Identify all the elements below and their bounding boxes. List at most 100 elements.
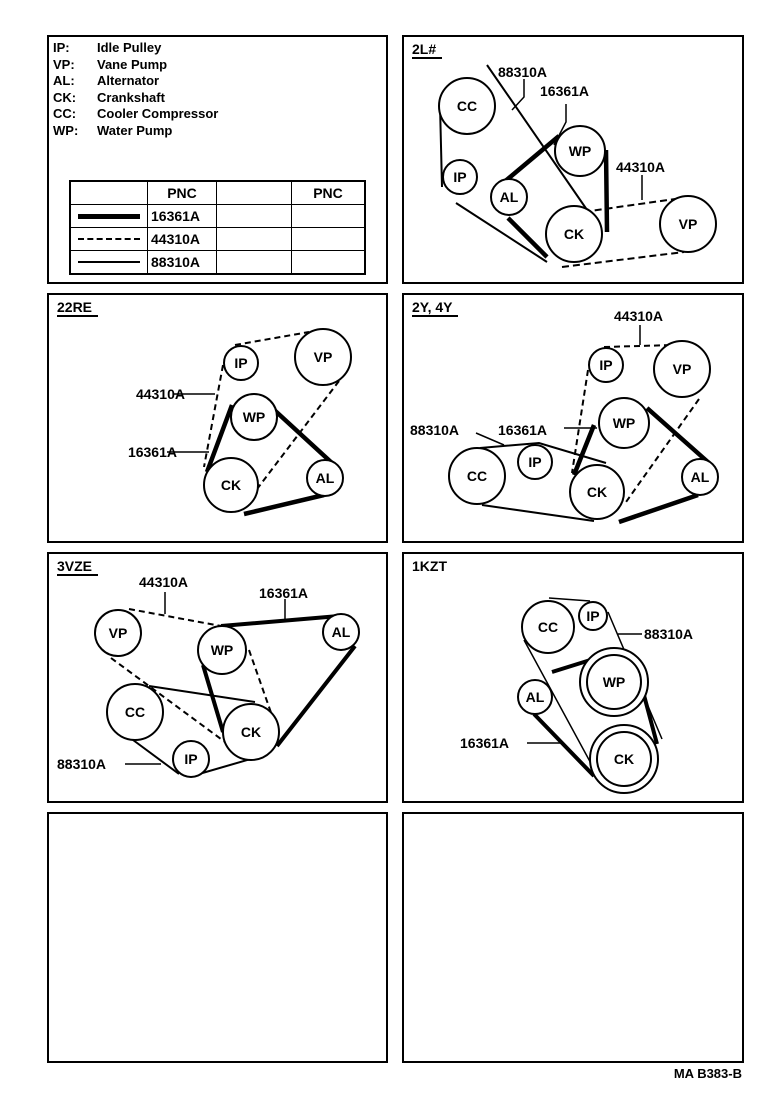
empty-panel-left — [47, 812, 388, 1063]
pulley-wp — [554, 125, 606, 177]
belt-diagram-1kzt: CC IP WP AL CK 88310A 16361A — [460, 597, 693, 794]
belt-diagram-2y-4y: IP VP WP CC IP CK AL 44310A 88310A 16361… — [410, 308, 719, 525]
callout-label: 16361A — [460, 735, 509, 751]
pulley-al — [490, 178, 528, 216]
callout-label: 44310A — [614, 308, 663, 324]
table-cell — [291, 227, 366, 251]
table-row: 88310A — [69, 250, 366, 275]
pulley-label: IP — [453, 169, 466, 185]
pulley-label: VP — [673, 361, 692, 377]
pulley-label: AL — [500, 189, 519, 205]
abbreviation-item: WP:Water Pump — [53, 123, 218, 140]
header-cell-pnc: PNC — [291, 180, 366, 205]
callout-label: 44310A — [136, 386, 185, 402]
pulley-label: VP — [314, 349, 333, 365]
pulley-ck — [545, 205, 603, 263]
panel-title: 2L# — [412, 41, 443, 59]
belt-diagram-2l: CC IP AL WP CK VP 88310A 16361A 44310A — [438, 64, 717, 268]
callout-label: 16361A — [540, 83, 589, 99]
abbreviation-name: Water Pump — [97, 122, 173, 138]
callout-label: 44310A — [616, 159, 665, 175]
diagram-panel-22re: 22RE IP VP WP CK AL 44310A 16361A — [47, 293, 388, 543]
belt-diagram-3vze: VP WP AL CC CK IP 44310A 16361A 88310A — [57, 574, 360, 778]
dashed-line-sample-icon — [78, 238, 140, 240]
pulley-al — [306, 459, 344, 497]
line-sample-cell — [69, 227, 148, 251]
pulley-ip — [172, 740, 210, 778]
pulley-label: CC — [125, 704, 145, 720]
pulley-ck — [596, 731, 652, 787]
pulley-vp — [294, 328, 352, 386]
callout-label: 88310A — [644, 626, 693, 642]
pulley-vp — [659, 195, 717, 253]
thin-line-sample-icon — [78, 261, 140, 263]
callout-label: 16361A — [259, 585, 308, 601]
pulley-vp — [94, 609, 142, 657]
pnc-cell: 88310A — [147, 250, 217, 275]
diagram-panel-3vze: 3VZE VP WP AL CC CK IP 44310A 16361A 8 — [47, 552, 388, 803]
pulley-ck — [203, 457, 259, 513]
abbreviation-code: AL: — [53, 73, 75, 88]
abbreviation-item: CC:Cooler Compressor — [53, 106, 218, 123]
header-cell — [69, 180, 148, 205]
pulley-wp — [598, 397, 650, 449]
pulley-ip — [223, 345, 259, 381]
pulley-label: CK — [564, 226, 584, 242]
abbreviation-code: VP: — [53, 56, 75, 72]
belt-diagram-22re: IP VP WP CK AL 44310A 16361A — [128, 328, 352, 517]
pulley-ip — [442, 159, 478, 195]
table-cell — [291, 204, 366, 228]
pulley-wp — [230, 393, 278, 441]
pulley-label: WP — [211, 642, 234, 658]
pulley-label: WP — [243, 409, 266, 425]
table-row: 16361A — [69, 204, 366, 228]
pulley-cc — [438, 77, 496, 135]
pulley-ip — [578, 601, 608, 631]
pulley-vp — [653, 340, 711, 398]
table-cell — [291, 250, 366, 275]
callout-label: 88310A — [410, 422, 459, 438]
pulley-label: CK — [614, 751, 634, 767]
panel-title: 3VZE — [57, 558, 99, 576]
abbreviation-item: VP: Vane Pump — [53, 57, 218, 74]
abbreviation-name: Vane Pump — [97, 56, 168, 72]
panel-title: 22RE — [57, 299, 99, 317]
pnc-cell: 16361A — [147, 204, 217, 228]
pulley-label: WP — [613, 415, 636, 431]
abbreviation-item: IP:Idle Pulley — [53, 40, 218, 57]
pulley-label: IP — [586, 608, 599, 624]
empty-panel-right — [402, 812, 744, 1063]
panel-title: 1KZT — [412, 558, 447, 574]
pulley-ip-lower — [517, 444, 553, 480]
pulley-label: IP — [528, 454, 541, 470]
abbreviation-name: Alternator — [97, 73, 160, 88]
abbreviation-item: AL: Alternator — [53, 73, 218, 90]
line-sample-cell — [69, 204, 148, 228]
pulley-cc — [448, 447, 506, 505]
pulley-label: CC — [467, 468, 487, 484]
table-cell — [216, 227, 292, 251]
table-cell — [216, 250, 292, 275]
pulley-ip-upper — [588, 347, 624, 383]
header-cell-pnc: PNC — [147, 180, 217, 205]
pulley-label: AL — [332, 624, 351, 640]
pulley-label: WP — [603, 674, 626, 690]
abbreviation-item: CK:Crankshaft — [53, 90, 218, 107]
abbreviation-name: Crankshaft — [97, 89, 165, 105]
pulley-ck — [569, 464, 625, 520]
callout-label: 16361A — [128, 444, 177, 460]
diagram-panel-2y-4y: 2Y, 4Y IP VP WP CC IP CK AL 44310A — [402, 293, 744, 543]
abbreviation-list: IP:Idle Pulley VP: Vane Pump AL: Alternato… — [53, 40, 218, 139]
figure-code: MA B383-B — [673, 1066, 742, 1081]
diagram-panel-1kzt: 1KZT CC IP WP AL CK 88310A 16361A — [402, 552, 744, 803]
pulley-cc — [106, 683, 164, 741]
callout-label: 16361A — [498, 422, 547, 438]
panel-title: 2Y, 4Y — [412, 299, 459, 317]
pulley-label: CK — [241, 724, 261, 740]
table-row: 44310A — [69, 227, 366, 251]
pulley-wp — [197, 625, 247, 675]
header-cell — [216, 180, 292, 205]
pulley-ck — [222, 703, 280, 761]
pulley-label: AL — [526, 689, 545, 705]
callout-label: 44310A — [139, 574, 188, 590]
